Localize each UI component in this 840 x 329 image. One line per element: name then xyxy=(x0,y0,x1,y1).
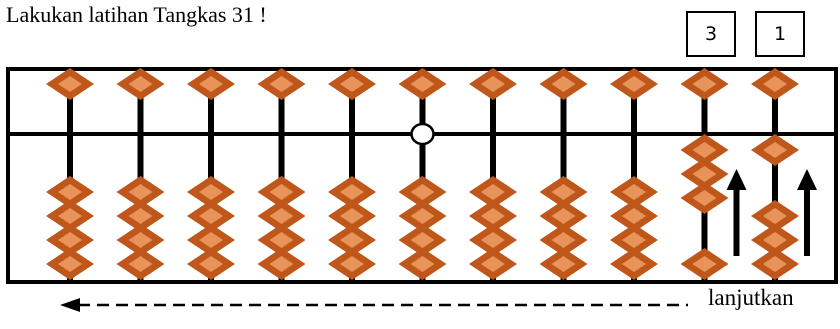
earth-bead-rest-rod-5 xyxy=(328,224,376,256)
earth-bead-rest-rod-5 xyxy=(328,248,376,280)
earth-bead-active-rod-10 xyxy=(680,158,729,190)
earth-bead-rest-rod-7 xyxy=(469,176,517,208)
up-arrow-icon xyxy=(797,169,817,256)
left-arrow-dashed-icon xyxy=(60,298,688,312)
earth-bead-rest-rod-8 xyxy=(539,200,588,232)
earth-bead-rest-rod-1 xyxy=(46,248,94,280)
earth-bead-rest-rod-11 xyxy=(751,248,799,280)
heaven-bead-rod-1 xyxy=(46,68,94,100)
earth-bead-rest-rod-6 xyxy=(398,200,447,232)
target-digit-tens: 3 xyxy=(686,11,736,57)
earth-bead-rest-rod-5 xyxy=(328,200,376,232)
heaven-bead-rod-5 xyxy=(328,68,376,100)
earth-bead-rest-rod-4 xyxy=(257,176,306,208)
earth-bead-rest-rod-1 xyxy=(46,224,94,256)
heaven-bead-rod-3 xyxy=(187,68,235,100)
earth-bead-rest-rod-7 xyxy=(469,248,517,280)
heaven-bead-rod-10 xyxy=(680,68,729,100)
earth-bead-rest-rod-7 xyxy=(469,224,517,256)
earth-bead-active-rod-11 xyxy=(751,134,799,166)
earth-bead-rest-rod-1 xyxy=(46,200,94,232)
earth-bead-rest-rod-3 xyxy=(187,176,235,208)
continue-label: lanjutkan xyxy=(708,285,794,310)
earth-bead-rest-rod-6 xyxy=(398,224,447,256)
markers-layer xyxy=(410,122,435,146)
heaven-bead-rod-11 xyxy=(751,68,799,100)
earth-bead-rest-rod-9 xyxy=(610,176,658,208)
earth-bead-rest-rod-8 xyxy=(539,176,588,208)
target-digit-ones: 1 xyxy=(755,11,805,57)
earth-bead-active-rod-10 xyxy=(680,182,729,214)
heaven-bead-rod-6 xyxy=(398,68,447,100)
heaven-bead-rod-2 xyxy=(116,68,165,100)
earth-bead-rest-rod-5 xyxy=(328,176,376,208)
heaven-bead-rod-4 xyxy=(257,68,306,100)
heaven-bead-rod-7 xyxy=(469,68,517,100)
heaven-bead-rod-9 xyxy=(610,68,658,100)
earth-bead-rest-rod-2 xyxy=(116,224,165,256)
earth-bead-rest-rod-9 xyxy=(610,200,658,232)
earth-bead-rest-rod-8 xyxy=(539,248,588,280)
up-arrow-icon xyxy=(726,169,747,256)
earth-bead-rest-rod-3 xyxy=(187,248,235,280)
earth-bead-rest-rod-11 xyxy=(751,200,799,232)
earth-bead-rest-rod-2 xyxy=(116,248,165,280)
earth-bead-active-rod-10 xyxy=(680,134,729,166)
beads-layer xyxy=(46,68,799,280)
earth-bead-rest-rod-2 xyxy=(116,176,165,208)
earth-bead-rest-rod-10 xyxy=(680,248,729,280)
earth-bead-rest-rod-4 xyxy=(257,200,306,232)
unit-rod-marker xyxy=(410,122,435,146)
earth-bead-rest-rod-9 xyxy=(610,224,658,256)
heaven-bead-rod-8 xyxy=(539,68,588,100)
earth-bead-rest-rod-1 xyxy=(46,176,94,208)
earth-bead-rest-rod-3 xyxy=(187,200,235,232)
earth-bead-rest-rod-8 xyxy=(539,224,588,256)
earth-bead-rest-rod-4 xyxy=(257,224,306,256)
earth-bead-rest-rod-4 xyxy=(257,248,306,280)
earth-bead-rest-rod-6 xyxy=(398,176,447,208)
earth-bead-rest-rod-11 xyxy=(751,224,799,256)
earth-bead-rest-rod-3 xyxy=(187,224,235,256)
earth-bead-rest-rod-9 xyxy=(610,248,658,280)
earth-bead-rest-rod-2 xyxy=(116,200,165,232)
earth-bead-rest-rod-6 xyxy=(398,248,447,280)
arrows-layer xyxy=(726,169,817,256)
exercise-title: Lakukan latihan Tangkas 31 ! xyxy=(6,2,267,27)
earth-bead-rest-rod-7 xyxy=(469,200,517,232)
